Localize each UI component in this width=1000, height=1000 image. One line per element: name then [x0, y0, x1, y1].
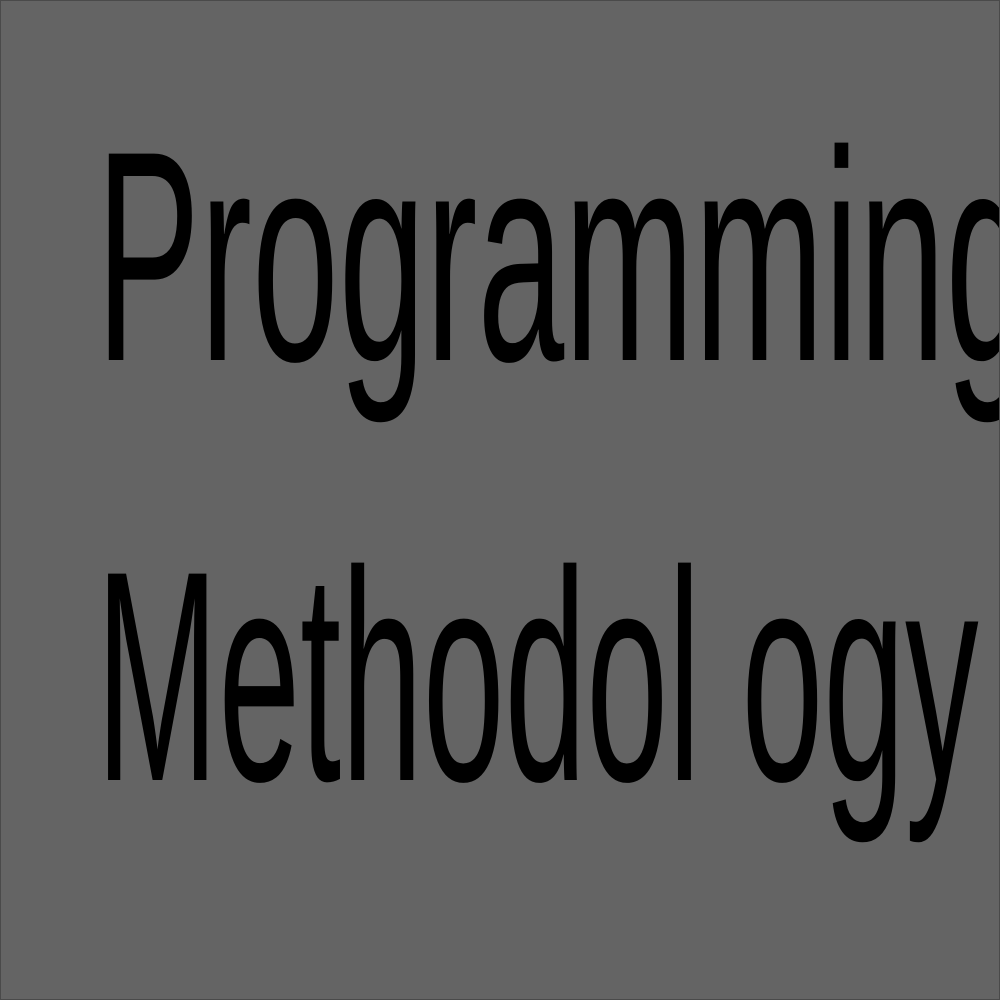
title-line-2: Methodol ogy: [96, 508, 979, 844]
title-line-1: Programming: [96, 88, 1000, 424]
